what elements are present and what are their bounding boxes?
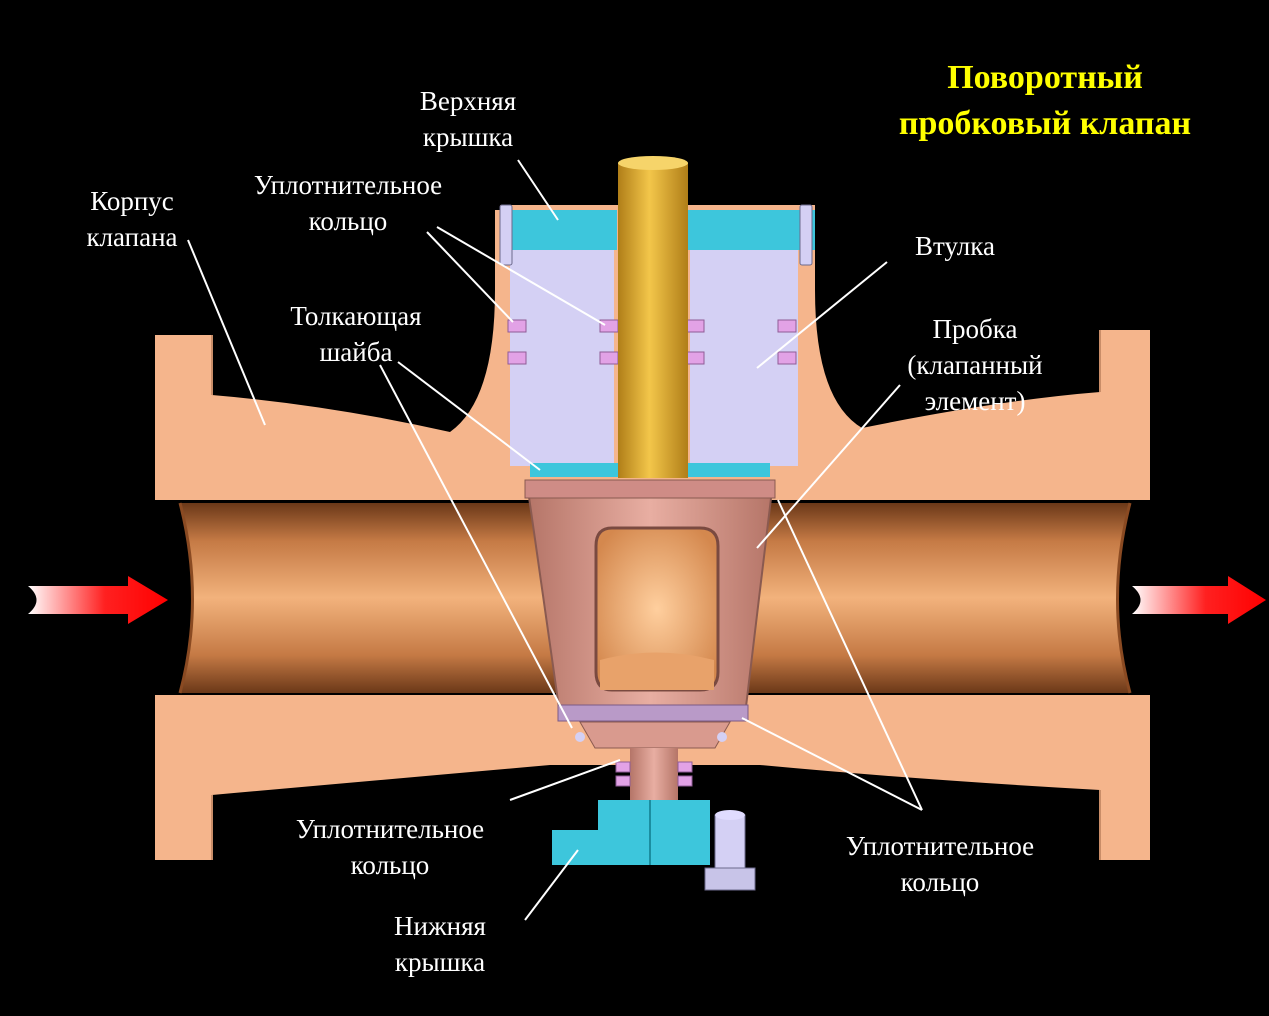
label-valve-body-1: Корпус xyxy=(90,186,174,216)
title-line-2: пробковый клапан xyxy=(899,105,1191,142)
lower-cover xyxy=(552,800,710,865)
flow-in-arrow xyxy=(28,576,168,624)
bushing-left xyxy=(510,248,614,466)
cover-bolts xyxy=(499,204,813,266)
label-plug-2: (клапанный xyxy=(907,350,1042,380)
upper-cover-right xyxy=(688,210,815,250)
plug-lower-shaft xyxy=(630,748,678,803)
upper-cover-left xyxy=(500,210,617,250)
label-seal-ring-bottom-right-1: Уплотнительное xyxy=(846,831,1034,861)
label-seal-ring-bottom-left-2: кольцо xyxy=(351,850,430,880)
label-lower-cover-1: Нижняя xyxy=(394,911,486,941)
label-bushing: Втулка xyxy=(915,231,995,261)
valve-body-bottom xyxy=(155,695,1150,860)
label-valve-body-2: клапана xyxy=(86,222,177,252)
seal-rings-bottom xyxy=(615,761,693,787)
seal-rings-top xyxy=(507,319,797,365)
flow-out-arrow xyxy=(1132,576,1266,624)
label-lower-cover-2: крышка xyxy=(395,947,485,977)
label-plug-3: элемент) xyxy=(925,386,1026,416)
label-upper-cover-1: Верхняя xyxy=(420,86,516,116)
label-push-washer-1: Толкающая xyxy=(290,301,421,331)
label-plug-1: Пробка xyxy=(933,314,1018,344)
valve-stem xyxy=(618,163,688,478)
title-line-1: Поворотный xyxy=(947,59,1143,96)
label-seal-ring-bottom-right-2: кольцо xyxy=(901,867,980,897)
label-upper-cover-2: крышка xyxy=(423,122,513,152)
leader-lines xyxy=(187,159,923,921)
lower-cover-bolt xyxy=(704,810,756,891)
label-seal-ring-top-1: Уплотнительное xyxy=(254,170,442,200)
label-seal-ring-top-2: кольцо xyxy=(309,206,388,236)
label-push-washer-2: шайба xyxy=(320,337,393,367)
label-seal-ring-bottom-left-1: Уплотнительное xyxy=(296,814,484,844)
